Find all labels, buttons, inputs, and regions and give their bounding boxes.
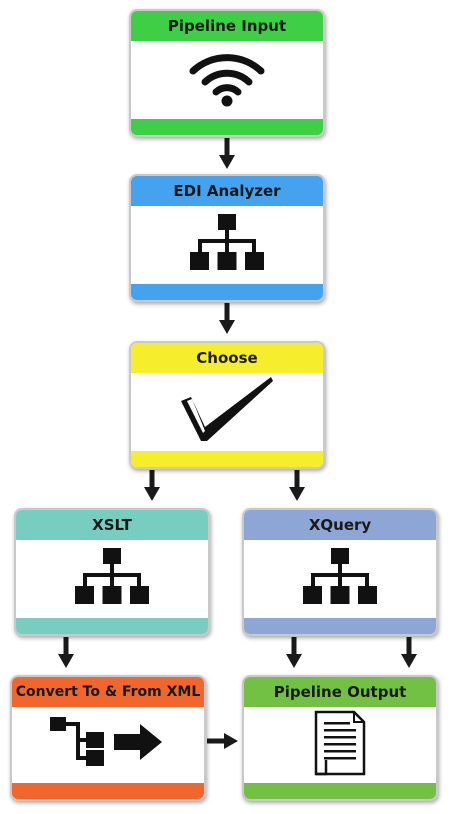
node-title: Pipeline Input: [131, 11, 323, 41]
node-xslt[interactable]: XSLT: [14, 508, 210, 636]
node-footer: [244, 783, 436, 799]
node-footer: [16, 618, 208, 634]
node-body: [244, 707, 436, 783]
arrow-xquery-to-output-right: [401, 637, 417, 668]
arrow-xquery-to-output-left: [286, 637, 302, 668]
node-body: [244, 540, 436, 618]
hierarchy-icon: [189, 214, 265, 276]
node-edi-analyzer[interactable]: EDI Analyzer: [129, 174, 325, 302]
node-footer: [131, 119, 323, 135]
arrow-xslt-to-convert: [58, 637, 74, 668]
node-convert-xml[interactable]: Convert To & From XML: [10, 675, 206, 801]
node-footer: [131, 284, 323, 300]
wifi-icon: [189, 49, 265, 111]
node-body: [12, 707, 204, 783]
arrow-choose-to-xquery: [289, 470, 305, 501]
node-body: [16, 540, 208, 618]
node-title: XSLT: [16, 510, 208, 540]
node-body: [131, 373, 323, 451]
node-footer: [244, 618, 436, 634]
document-icon: [314, 710, 366, 780]
arrow-choose-to-xslt: [144, 470, 160, 501]
hierarchy-icon: [302, 548, 378, 610]
node-title: Pipeline Output: [244, 677, 436, 707]
node-title: EDI Analyzer: [131, 176, 323, 206]
node-title: XQuery: [244, 510, 436, 540]
checkmark-icon: [179, 377, 275, 447]
tree-arrow-icon: [50, 717, 166, 773]
node-body: [131, 206, 323, 284]
node-xquery[interactable]: XQuery: [242, 508, 438, 636]
node-choose[interactable]: Choose: [129, 341, 325, 469]
node-pipeline-input[interactable]: Pipeline Input: [129, 9, 325, 137]
arrow-convert-to-output: [207, 733, 238, 749]
hierarchy-icon: [74, 548, 150, 610]
node-pipeline-output[interactable]: Pipeline Output: [242, 675, 438, 801]
node-body: [131, 41, 323, 119]
node-title: Choose: [131, 343, 323, 373]
node-title: Convert To & From XML: [12, 677, 204, 707]
node-footer: [131, 451, 323, 467]
arrow-edi-to-choose: [219, 303, 235, 334]
node-footer: [12, 783, 204, 799]
arrow-input-to-edi: [219, 138, 235, 169]
